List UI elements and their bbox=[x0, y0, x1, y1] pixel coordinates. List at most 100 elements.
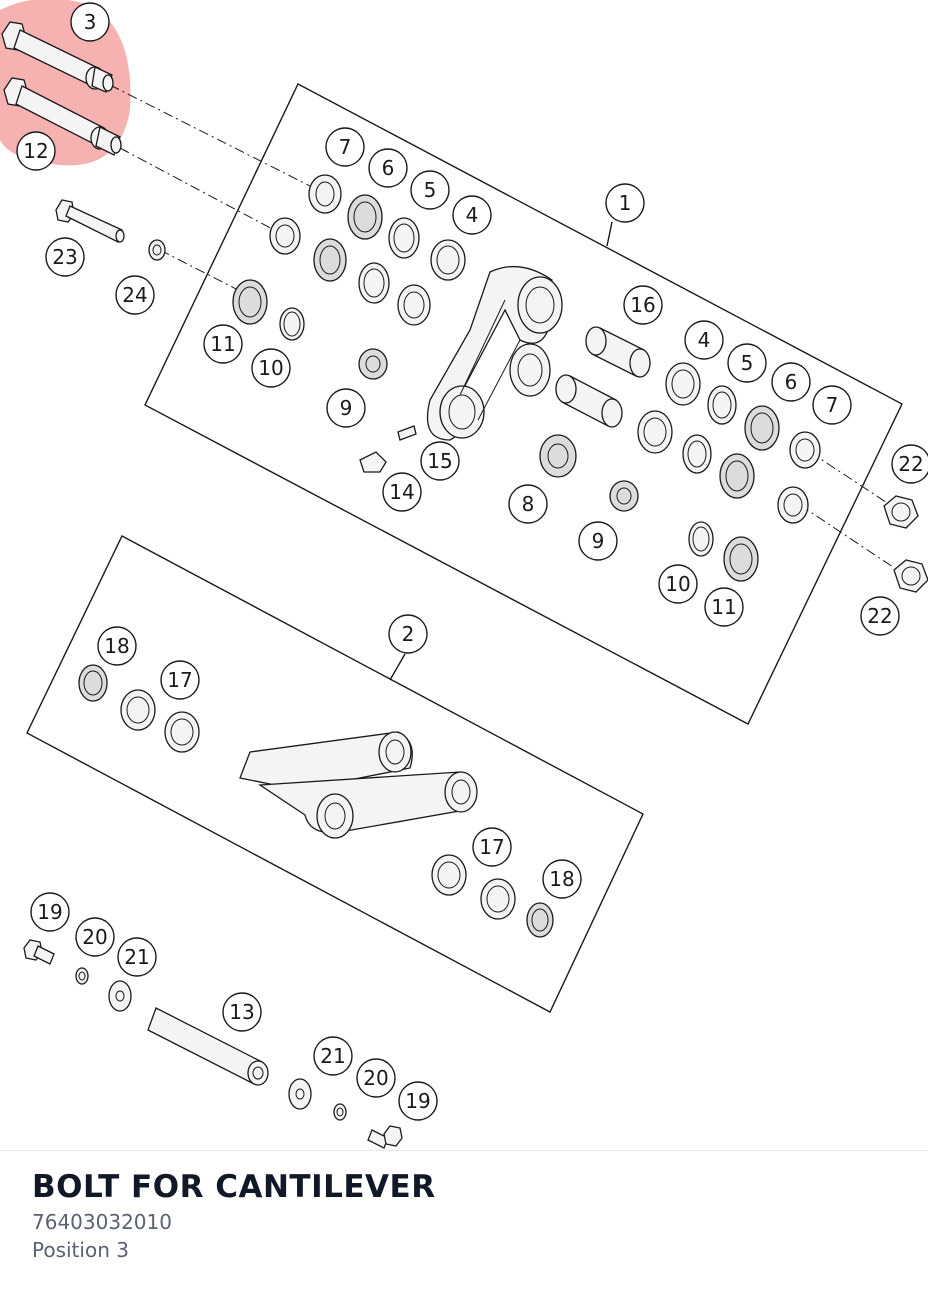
callout-5[interactable]: 5 bbox=[727, 343, 767, 383]
callout-7[interactable]: 7 bbox=[812, 385, 852, 425]
bearing-17-bottom-b-icon[interactable] bbox=[480, 878, 516, 920]
assembly-frame-2 bbox=[26, 535, 644, 1013]
callout-21[interactable]: 21 bbox=[313, 1036, 353, 1076]
ring-5-right-icon[interactable] bbox=[707, 385, 737, 425]
ring-10-left-icon[interactable] bbox=[279, 307, 305, 341]
part-position: Position 3 bbox=[32, 1238, 129, 1262]
washer-21-right-icon[interactable] bbox=[288, 1078, 312, 1110]
callout-9[interactable]: 9 bbox=[326, 388, 366, 428]
callout-label: 23 bbox=[52, 245, 77, 269]
callout-11[interactable]: 11 bbox=[203, 324, 243, 364]
callout-6[interactable]: 6 bbox=[368, 148, 408, 188]
washer-20-left-icon[interactable] bbox=[75, 967, 89, 985]
callout-14[interactable]: 14 bbox=[382, 472, 422, 512]
callout-label: 22 bbox=[898, 452, 923, 476]
bushing-7-right-icon[interactable] bbox=[789, 431, 821, 469]
cap-14-icon[interactable] bbox=[359, 451, 387, 473]
callout-12[interactable]: 12 bbox=[16, 131, 56, 171]
seal-11-left-icon[interactable] bbox=[232, 279, 268, 325]
seal-6-top-icon[interactable] bbox=[347, 194, 383, 240]
callout-3[interactable]: 3 bbox=[70, 2, 110, 42]
bushing-16b-icon[interactable] bbox=[555, 374, 623, 428]
callout-10[interactable]: 10 bbox=[251, 348, 291, 388]
callout-23[interactable]: 23 bbox=[45, 237, 85, 277]
callout-4[interactable]: 4 bbox=[684, 320, 724, 360]
washer-24-icon[interactable] bbox=[148, 239, 166, 261]
seal-left-icon[interactable] bbox=[313, 238, 347, 282]
bearing-17-top-b-icon[interactable] bbox=[164, 711, 200, 753]
callout-15[interactable]: 15 bbox=[420, 441, 460, 481]
bushing-7-top-icon[interactable] bbox=[308, 174, 342, 214]
screw-19-left-icon[interactable] bbox=[23, 939, 55, 965]
seal-18-bottom-icon[interactable] bbox=[526, 902, 554, 938]
bearing-left-icon[interactable] bbox=[397, 284, 431, 326]
seal-right2-icon[interactable] bbox=[719, 453, 755, 499]
callout-9[interactable]: 9 bbox=[578, 521, 618, 561]
bearing-17-top-a-icon[interactable] bbox=[120, 689, 156, 731]
callout-2[interactable]: 2 bbox=[388, 614, 428, 654]
callout-label: 11 bbox=[711, 595, 736, 619]
ring-left-icon[interactable] bbox=[358, 262, 390, 304]
callout-label: 15 bbox=[427, 449, 452, 473]
callout-18[interactable]: 18 bbox=[97, 626, 137, 666]
callout-4[interactable]: 4 bbox=[452, 195, 492, 235]
nut-22-top-icon[interactable] bbox=[883, 495, 919, 529]
callout-18[interactable]: 18 bbox=[542, 859, 582, 899]
callout-7[interactable]: 7 bbox=[325, 127, 365, 167]
bolt-12-icon[interactable] bbox=[3, 77, 122, 156]
bolt-3-icon[interactable] bbox=[1, 21, 114, 93]
bearing-right2-icon[interactable] bbox=[637, 410, 673, 454]
callout-label: 9 bbox=[340, 396, 353, 420]
ring-right2-icon[interactable] bbox=[682, 434, 712, 474]
callout-24[interactable]: 24 bbox=[115, 275, 155, 315]
callout-20[interactable]: 20 bbox=[75, 917, 115, 957]
callout-label: 4 bbox=[466, 203, 479, 227]
callout-11[interactable]: 11 bbox=[704, 587, 744, 627]
callout-22[interactable]: 22 bbox=[860, 596, 900, 636]
callout-label: 18 bbox=[104, 634, 129, 658]
cap-8-icon[interactable] bbox=[539, 434, 577, 478]
callout-1[interactable]: 1 bbox=[605, 183, 645, 223]
callout-19[interactable]: 19 bbox=[30, 892, 70, 932]
callout-16[interactable]: 16 bbox=[623, 285, 663, 325]
callout-label: 3 bbox=[84, 10, 97, 34]
cap-9-right-icon[interactable] bbox=[609, 480, 639, 512]
seal-18-top-icon[interactable] bbox=[78, 664, 108, 702]
ring-5-top-icon[interactable] bbox=[388, 217, 420, 259]
washer-21-left-icon[interactable] bbox=[108, 980, 132, 1012]
bearing-17-bottom-a-icon[interactable] bbox=[431, 854, 467, 896]
lever-1-icon[interactable] bbox=[426, 266, 563, 441]
assembly-frame-1 bbox=[144, 83, 903, 725]
callout-13[interactable]: 13 bbox=[222, 992, 262, 1032]
callout-17[interactable]: 17 bbox=[472, 827, 512, 867]
callout-22[interactable]: 22 bbox=[891, 444, 928, 484]
linkage-2-icon[interactable] bbox=[239, 731, 478, 839]
bushing-16-icon[interactable] bbox=[585, 326, 651, 378]
callout-21[interactable]: 21 bbox=[117, 937, 157, 977]
bolt-23-icon[interactable] bbox=[55, 199, 125, 243]
callout-10[interactable]: 10 bbox=[658, 564, 698, 604]
bearing-4-right-icon[interactable] bbox=[665, 362, 701, 406]
bushing-left-icon[interactable] bbox=[269, 217, 301, 255]
ring-10-right-icon[interactable] bbox=[688, 521, 714, 557]
callout-19[interactable]: 19 bbox=[398, 1081, 438, 1121]
cap-9-left-icon[interactable] bbox=[358, 348, 388, 380]
callout-6[interactable]: 6 bbox=[771, 362, 811, 402]
seal-6-right-icon[interactable] bbox=[744, 405, 780, 451]
seal-11-right-icon[interactable] bbox=[723, 536, 759, 582]
callout-label: 22 bbox=[867, 604, 892, 628]
washer-20-right-icon[interactable] bbox=[333, 1103, 347, 1121]
callout-17[interactable]: 17 bbox=[160, 660, 200, 700]
bushing-right2-icon[interactable] bbox=[777, 486, 809, 524]
callout-label: 5 bbox=[424, 178, 437, 202]
nut-22-bottom-icon[interactable] bbox=[893, 559, 928, 593]
bearing-4-top-icon[interactable] bbox=[430, 239, 466, 281]
callout-label: 10 bbox=[665, 572, 690, 596]
callout-label: 12 bbox=[23, 139, 48, 163]
callout-5[interactable]: 5 bbox=[410, 170, 450, 210]
callout-8[interactable]: 8 bbox=[508, 484, 548, 524]
callout-20[interactable]: 20 bbox=[356, 1058, 396, 1098]
pin-13-icon[interactable] bbox=[147, 1007, 269, 1086]
screw-19-right-icon[interactable] bbox=[367, 1125, 403, 1149]
grease-nipple-15-icon[interactable] bbox=[397, 425, 417, 441]
